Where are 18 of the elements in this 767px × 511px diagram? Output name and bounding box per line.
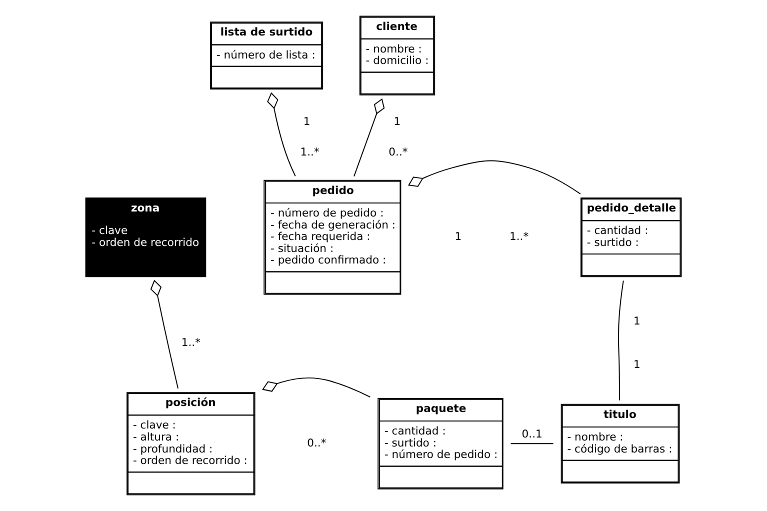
label: 1..* <box>300 146 320 159</box>
label: 1 <box>454 230 462 244</box>
connector <box>618 280 624 401</box>
connector <box>267 92 296 177</box>
label: 1 <box>634 314 640 328</box>
connector <box>354 98 385 177</box>
label: 1 <box>634 358 640 371</box>
connector <box>408 160 581 194</box>
edge-label: 0..1 <box>522 428 542 441</box>
label: 1..* <box>510 230 529 244</box>
label: 0..* <box>388 146 408 159</box>
label: 1 <box>303 115 310 128</box>
label: 1..* <box>181 336 200 350</box>
connector <box>262 377 371 398</box>
label: 1 <box>394 115 401 128</box>
connector <box>150 280 179 389</box>
connector <box>510 443 554 444</box>
label: 0..* <box>307 436 326 450</box>
